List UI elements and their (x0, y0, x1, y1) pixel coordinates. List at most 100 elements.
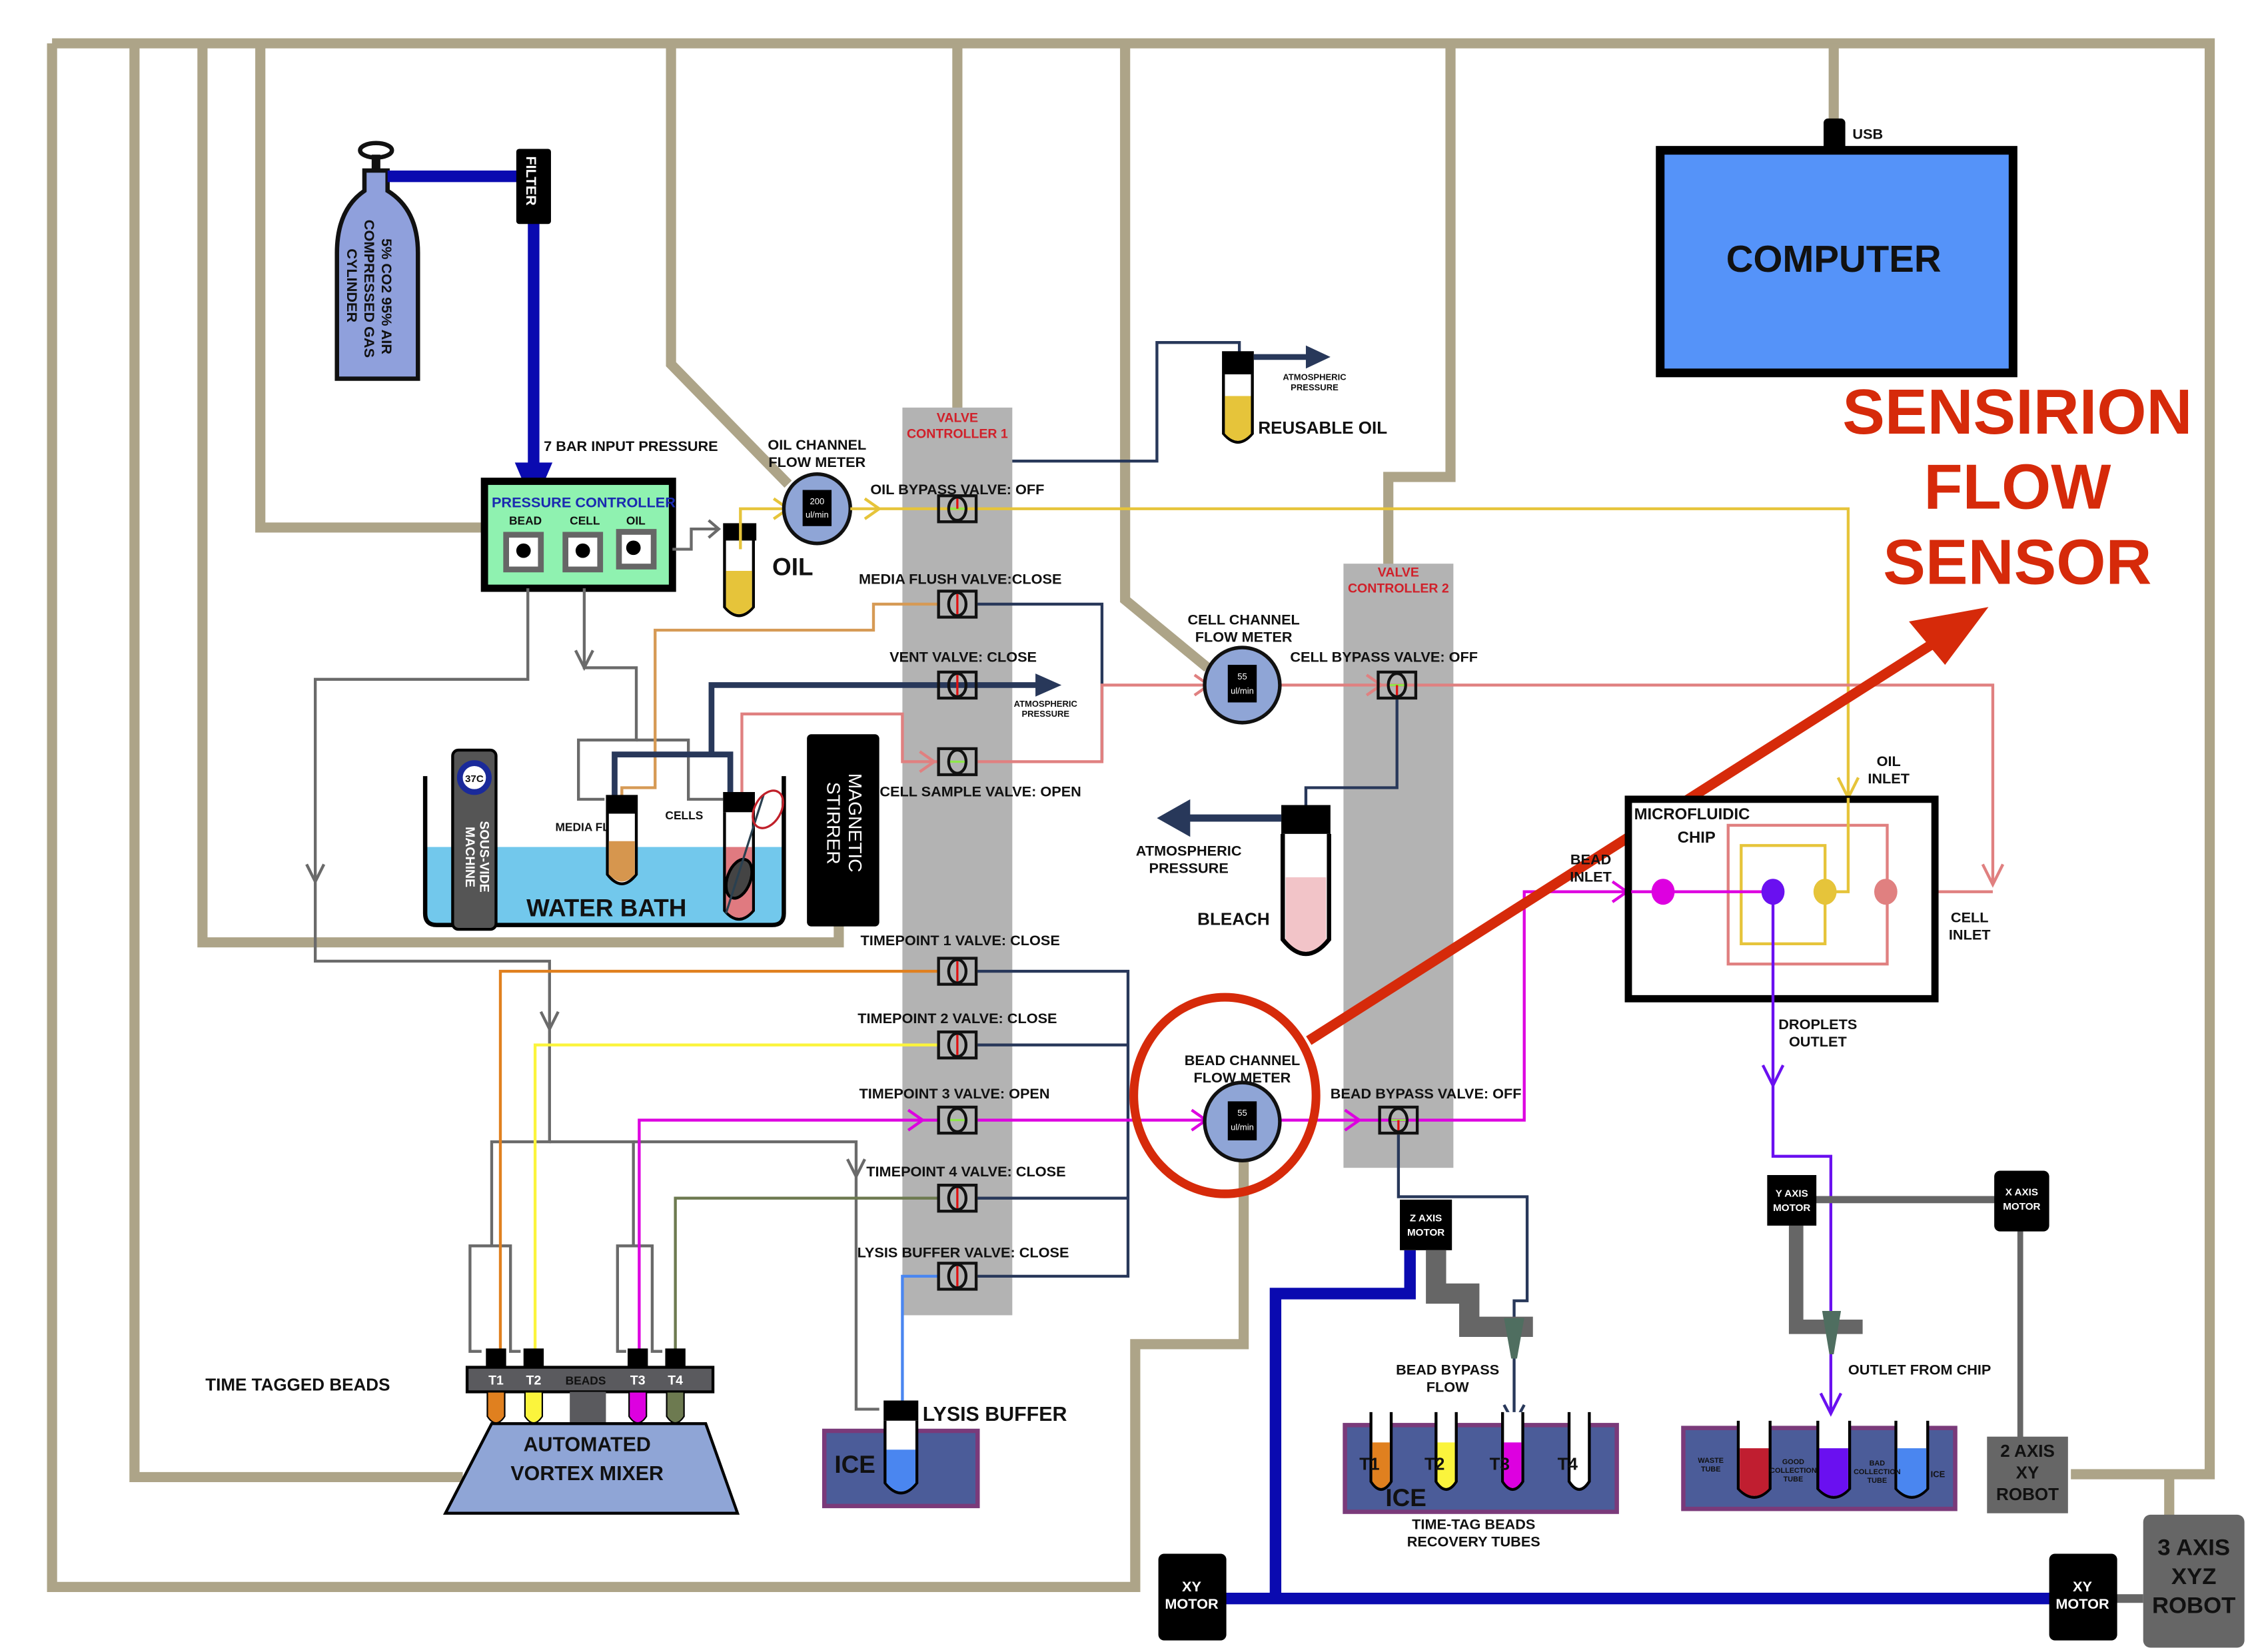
valve-label-cell-bypass: CELL BYPASS VALVE: OFF (1290, 649, 1478, 665)
cell-meter-value: 55 (1237, 671, 1247, 681)
good-label-3: TUBE (1784, 1475, 1804, 1483)
bleach-tube: ATMOSPHERIC PRESSURE BLEACH (1136, 799, 1331, 957)
valve-vc1-6[interactable] (937, 1105, 978, 1135)
bad-label-3: TUBE (1868, 1477, 1888, 1485)
vent-atm-2: PRESSURE (1021, 709, 1069, 719)
bad-label-1: BAD (1870, 1459, 1886, 1467)
valve-disc-icon (1387, 671, 1407, 698)
cell-meter-title-1: CELL CHANNEL (1187, 611, 1299, 627)
valve-vc1-3[interactable] (937, 747, 978, 777)
oil-flow-meter: OIL CHANNEL FLOW METER 200 ul/min (768, 436, 866, 546)
input-pressure-label: 7 BAR INPUT PRESSURE (544, 438, 718, 454)
recovery-tube-t1: T1 (1359, 1412, 1393, 1491)
port-knob-cell[interactable] (562, 532, 604, 573)
vc2-title-2: CONTROLLER 2 (1348, 582, 1449, 596)
valve-vc1-2[interactable] (937, 670, 978, 700)
valve-vc1-1[interactable] (937, 590, 978, 619)
valve-body (1378, 1105, 1419, 1135)
cell-line-to-meter (977, 683, 1212, 763)
lysis-buffer: ICE LYSIS BUFFER (822, 1400, 1067, 1509)
control-bus (47, 38, 2215, 1592)
valve-vc2-0[interactable] (1377, 670, 1418, 700)
oil-meter-title-1: OIL CHANNEL (768, 436, 866, 453)
magnetic-stirrer: MAGNETIC STIRRER (807, 734, 879, 927)
z-axis-arm (1426, 1250, 1533, 1337)
valve-label-timepoint-2: TIMEPOINT 2 VALVE: CLOSE (857, 1010, 1057, 1027)
valve-vc1-0[interactable] (937, 494, 978, 524)
oil-inlet-1: OIL (1877, 753, 1901, 769)
valve-vc1-5[interactable] (937, 1031, 978, 1060)
time-tagged-beads-label: TIME TAGGED BEADS (205, 1374, 390, 1394)
two-axis-2: XY (2016, 1463, 2039, 1483)
recovery-tube-t4: T4 (1558, 1412, 1591, 1491)
valve-vc1-8[interactable] (937, 1262, 978, 1291)
sous-vide-machine (451, 748, 498, 931)
oil-meter-unit: ul/min (806, 510, 829, 520)
valve-label-cell-sample: CELL SAMPLE VALVE: OPEN (879, 783, 1081, 800)
bleach-label: BLEACH (1197, 909, 1269, 929)
annotation-line-3: SENSOR (1883, 528, 2151, 598)
t1-line (498, 969, 937, 1352)
cell-meter-title-2: FLOW METER (1195, 628, 1293, 645)
port-knob-oil[interactable] (616, 529, 657, 570)
valve-vc1-7[interactable] (937, 1184, 978, 1213)
z-axis-tip (1504, 1318, 1524, 1359)
chip-title-1: MICROFLUIDIC (1634, 805, 1750, 823)
cell-sample-line (740, 712, 937, 810)
lysis-buffer-label: LYSIS BUFFER (923, 1403, 1067, 1426)
bead-tube-label: T3 (630, 1374, 646, 1388)
oil-label: OIL (772, 554, 813, 581)
port-knob-bead[interactable] (503, 532, 544, 573)
three-axis-3: ROBOT (2152, 1593, 2235, 1618)
good-label-2: COLLECTION (1770, 1467, 1817, 1475)
computer[interactable]: USB COMPUTER (1656, 118, 2017, 378)
media-flush-line (620, 602, 937, 810)
oil-inlet-2: INLET (1868, 770, 1910, 787)
cell-main-line (1278, 683, 1995, 885)
three-axis-xyz-robot: 3 AXIS XYZ ROBOT (2143, 1514, 2245, 1648)
two-axis-3: ROBOT (1996, 1484, 2059, 1504)
x-motor-1: X AXIS (2005, 1186, 2038, 1198)
valve-label-lysis-buffer: LYSIS BUFFER VALVE: CLOSE (857, 1244, 1069, 1261)
valve-label-media-flush: MEDIA FLUSH VALVE:CLOSE (859, 571, 1061, 588)
cell-flow-meter: CELL CHANNEL FLOW METER 55 ul/min (1187, 611, 1300, 725)
bypass-flow-2: FLOW (1426, 1378, 1469, 1395)
bead-meter-value: 55 (1237, 1108, 1247, 1118)
water-bath: 37C SOUS-VIDE MACHINE WATER BATH MEDIA F… (422, 748, 786, 931)
valve-label-timepoint-3: TIMEPOINT 3 VALVE: OPEN (859, 1085, 1050, 1102)
xy-motor-left-1: XY (1182, 1578, 1201, 1595)
t4-line (674, 1196, 937, 1352)
reuse-atm-1: ATMOSPHERIC (1283, 372, 1347, 382)
droplets-outlet-1: DROPLETS (1778, 1016, 1857, 1032)
pressure-controller-title: PRESSURE CONTROLLER (492, 494, 676, 511)
reuse-atm-2: PRESSURE (1291, 382, 1339, 392)
valve-disc-icon (947, 591, 968, 618)
valve-vc2-1[interactable] (1378, 1105, 1419, 1135)
bead-tube-t4: T4 (665, 1348, 686, 1424)
valve-controller-1-valves (937, 494, 978, 1291)
microfluidic-chip: MICROFLUIDIC CHIP OIL INLET BEAD INLET C… (1570, 753, 1991, 1050)
valve-controller-2 (1343, 564, 1454, 1168)
bead-inlet-1: BEAD (1570, 851, 1611, 868)
valve-vc1-4[interactable] (937, 957, 978, 986)
recovery-tube-label: T4 (1558, 1454, 1578, 1474)
valve-disc-icon (1388, 1107, 1409, 1134)
y-motor-1: Y AXIS (1776, 1188, 1808, 1200)
collection-tubes (1736, 1420, 1930, 1499)
bypass-flow-1: BEAD BYPASS (1396, 1361, 1499, 1378)
waste-tube (1736, 1420, 1772, 1499)
cylinder-label-1: 5% CO2 95% AIR (378, 238, 395, 354)
waste-label-1: WASTE (1698, 1457, 1724, 1465)
valve-label-timepoint-4: TIMEPOINT 4 VALVE: CLOSE (866, 1163, 1065, 1180)
xy-motor-right-1: XY (2073, 1578, 2092, 1595)
usb-label: USB (1852, 125, 1883, 142)
good-collection-tube (1816, 1420, 1852, 1499)
annotation-line-1: SENSIRION (1842, 377, 2192, 448)
bad-collection-tube (1894, 1420, 1930, 1499)
sous-vide-label-1: SOUS-VIDE (477, 821, 492, 892)
valve-controller-2-valves (1377, 670, 1419, 1135)
vortex-mixer: AUTOMATED VORTEX MIXER (442, 1422, 740, 1515)
